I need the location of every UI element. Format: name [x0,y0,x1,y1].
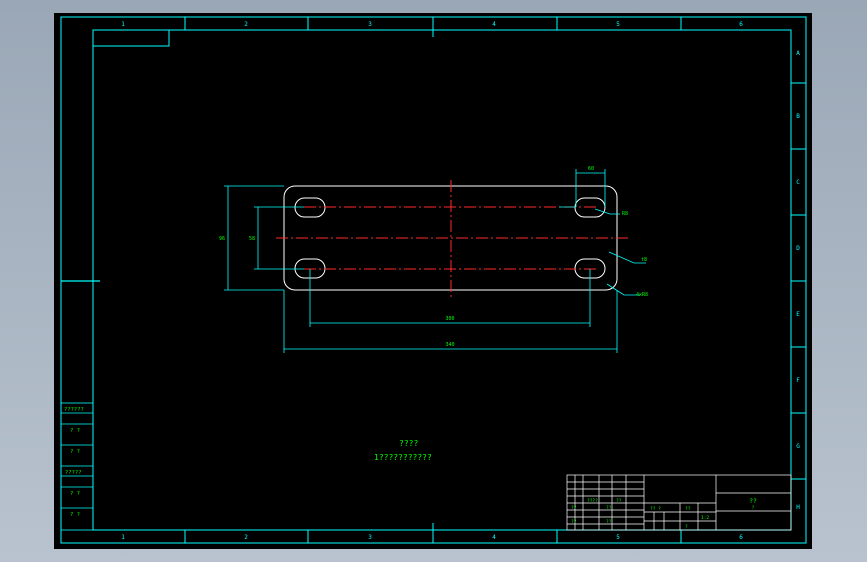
title-cell-g: ?? [571,519,577,525]
title-cell-i: 1:2 [701,515,709,521]
centerlines [276,180,629,297]
drawing-name: ?? [749,497,757,505]
drawing-frame [60,16,807,544]
dimensions [224,169,646,353]
side-table-cell-5: ? ? [70,512,80,518]
side-table-cell-1: ? ? [70,428,80,434]
cad-drawing: 1 2 3 4 5 6 1 2 3 4 5 6 A B C D E F G H [60,16,807,544]
dim-overall-width: 340 [445,342,454,348]
row-label-c: C [796,179,800,186]
col-label-bot-5: 5 [616,534,620,541]
leader-callout-3 [606,283,640,296]
note-heading: ???? [399,439,418,448]
col-label-top-4: 4 [492,21,496,28]
title-cell-d: ?? [606,505,612,511]
title-cell-a: ???? [587,498,598,504]
dim-hole-spacing-h: 300 [445,316,454,322]
row-label-a: A [796,50,800,57]
row-label-h: H [796,504,800,511]
col-label-bot-6: 6 [739,534,743,541]
row-label-d: D [796,245,800,252]
title-cell-f: ?? [685,506,691,512]
title-cell-h: ?? [606,519,612,525]
zone-labels: 1 2 3 4 5 6 1 2 3 4 5 6 A B C D E F G H [121,21,800,541]
row-label-f: F [796,377,800,384]
side-table-cell-3: ????? [65,470,82,476]
cad-viewport[interactable]: 1 2 3 4 5 6 1 2 3 4 5 6 A B C D E F G H [54,13,812,549]
col-label-top-3: 3 [368,21,372,28]
side-table: ?????? ? ? ? ? ????? ? ? ? ? [60,402,94,531]
dim-top-slot: 60 [588,166,594,172]
col-label-bot-3: 3 [368,534,372,541]
title-cell-j: ? [685,524,688,530]
dim-callout-2: t8 [641,257,647,263]
drawing-subtitle: ? [752,505,755,510]
technical-notes: ???? 1??????????? [374,439,432,462]
title-block: ???? ?? ?? ?? ?? ? ?? ?? ?? 1:2 ? ?? ? [566,474,792,531]
inner-border [92,29,792,531]
zone-ticks [61,17,806,543]
leader-callout-2 [608,251,646,264]
dim-callout-3: 4xR8 [636,292,648,298]
dim-overall-height: 96 [219,236,225,242]
title-cell-c: ?? [571,505,577,511]
title-cell-b: ?? [616,498,622,504]
col-label-bot-4: 4 [492,534,496,541]
dim-hole-spacing-v: 58 [249,236,255,242]
title-cell-e: ?? ? [650,506,661,512]
row-label-b: B [796,113,800,120]
outer-border [60,16,807,544]
col-label-top-1: 1 [121,21,125,28]
col-label-bot-2: 2 [244,534,248,541]
side-table-cell-0: ?????? [64,407,84,413]
col-label-top-2: 2 [244,21,248,28]
side-table-cell-2: ? ? [70,449,80,455]
col-label-bot-1: 1 [121,534,125,541]
row-label-e: E [796,311,800,318]
col-label-top-6: 6 [739,21,743,28]
leader-callout-1 [594,208,620,215]
col-label-top-5: 5 [616,21,620,28]
dim-callout-1: R8 [622,211,628,217]
row-label-g: G [796,443,800,450]
note-line: 1??????????? [374,453,432,462]
side-table-cell-4: ? ? [70,491,80,497]
dimension-texts: 60 96 58 300 340 R8 t8 4xR8 [219,166,648,348]
corner-stamp [92,29,170,47]
